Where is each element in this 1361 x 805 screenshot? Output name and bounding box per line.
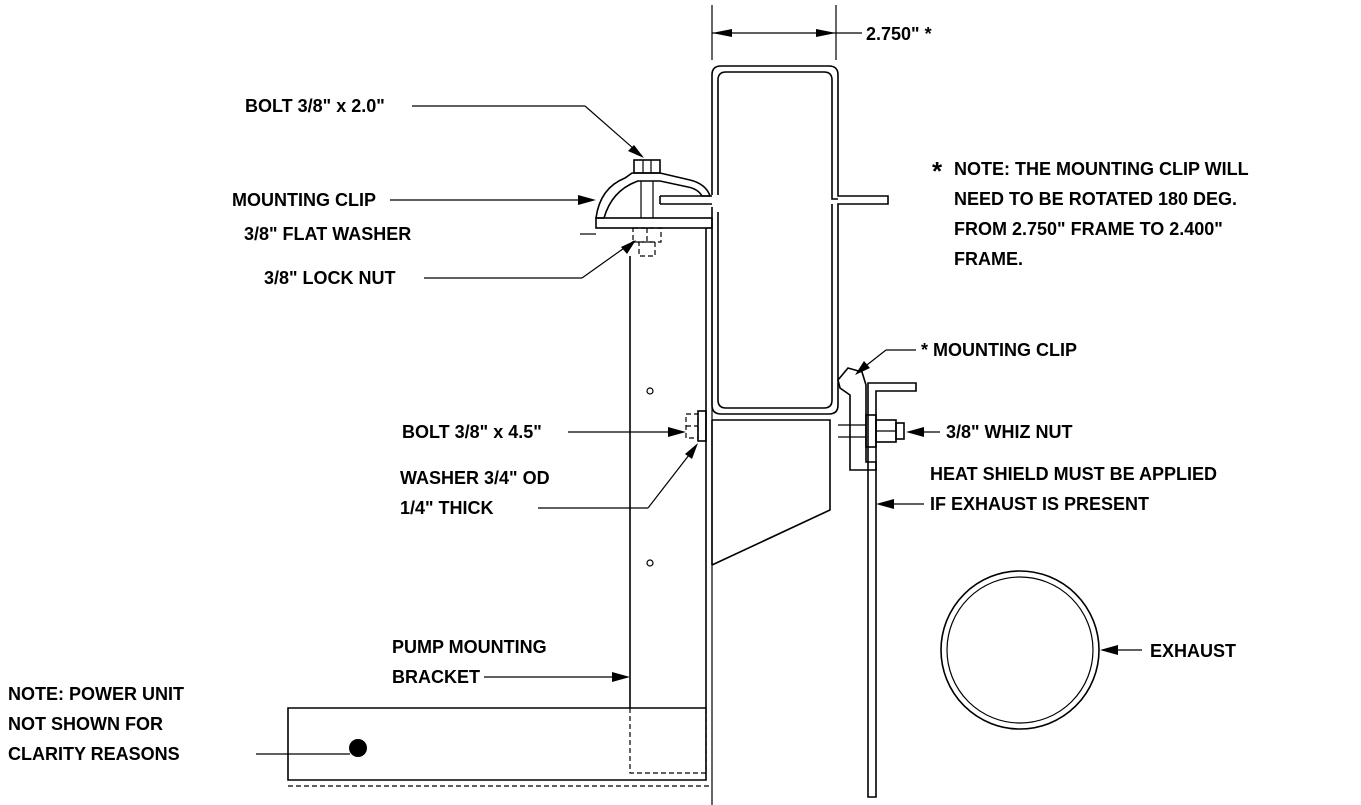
power-unit-marker — [349, 739, 367, 757]
bracket-hole-upper — [646, 387, 654, 395]
rotation-note: * NOTE: THE MOUNTING CLIP WILL NEED TO B… — [932, 156, 1249, 269]
label-flat-washer: 3/8" FLAT WASHER — [244, 224, 411, 244]
label-whiz-nut: 3/8" WHIZ NUT — [946, 422, 1073, 442]
dimension-arrow-right — [816, 29, 836, 37]
label-mounting-clip-right: * MOUNTING CLIP — [921, 340, 1077, 360]
callout-whiz-nut: 3/8" WHIZ NUT — [906, 422, 1073, 442]
callout-heat-shield: HEAT SHIELD MUST BE APPLIED IF EXHAUST I… — [876, 464, 1217, 514]
note-line-3: FROM 2.750" FRAME TO 2.400" — [954, 219, 1223, 239]
label-mounting-clip-left: MOUNTING CLIP — [232, 190, 376, 210]
callout-bolt-top: BOLT 3/8" x 2.0" — [245, 96, 644, 158]
dimension-arrow-left — [712, 29, 732, 37]
dimension-callout: 2.750" * — [711, 5, 932, 60]
bracket-foot — [287, 707, 712, 787]
label-pump-bracket-line-2: BRACKET — [392, 667, 480, 687]
label-heat-shield-line-1: HEAT SHIELD MUST BE APPLIED — [930, 464, 1217, 484]
top-clip-assembly — [595, 159, 713, 257]
label-power-note-line-1: NOTE: POWER UNIT — [8, 684, 184, 704]
exhaust-pipe — [940, 570, 1100, 730]
label-bolt-mid: BOLT 3/8" x 4.5" — [402, 422, 542, 442]
flat-washer — [595, 217, 713, 229]
heat-shield — [867, 382, 917, 798]
label-pump-bracket-line-1: PUMP MOUNTING — [392, 637, 547, 657]
callout-washer: WASHER 3/4" OD 1/4" THICK — [400, 443, 698, 518]
mid-bolt-assembly — [685, 410, 707, 442]
callout-power-unit: NOTE: POWER UNIT NOT SHOWN FOR CLARITY R… — [8, 684, 350, 764]
callout-exhaust: EXHAUST — [1100, 641, 1236, 661]
dimension-label: 2.750" * — [866, 24, 932, 44]
label-heat-shield-line-2: IF EXHAUST IS PRESENT — [930, 494, 1149, 514]
callout-lock-nut: 3/8" LOCK NUT — [264, 240, 636, 288]
callout-mounting-clip-right: * MOUNTING CLIP — [855, 340, 1077, 375]
callout-mounting-clip-left: MOUNTING CLIP — [232, 190, 596, 210]
label-power-note-line-3: CLARITY REASONS — [8, 744, 180, 764]
pump-mounting-bracket — [629, 227, 831, 805]
note-line-4: FRAME. — [954, 249, 1023, 269]
note-asterisk: * — [932, 156, 943, 186]
washer-3-4-od — [697, 410, 707, 442]
frame-rail — [711, 65, 889, 415]
label-power-note-line-2: NOT SHOWN FOR — [8, 714, 163, 734]
callout-bolt-mid: BOLT 3/8" x 4.5" — [402, 422, 686, 442]
note-line-2: NEED TO BE ROTATED 180 DEG. — [954, 189, 1237, 209]
label-bolt-top: BOLT 3/8" x 2.0" — [245, 96, 385, 116]
bolt-head-top — [633, 159, 661, 174]
bracket-hole-lower — [646, 559, 654, 567]
label-exhaust: EXHAUST — [1150, 641, 1236, 661]
callout-flat-washer: 3/8" FLAT WASHER — [244, 224, 596, 244]
note-line-1: NOTE: THE MOUNTING CLIP WILL — [954, 159, 1249, 179]
label-washer-line-1: WASHER 3/4" OD — [400, 468, 550, 488]
callout-pump-bracket: PUMP MOUNTING BRACKET — [392, 637, 630, 687]
label-lock-nut: 3/8" LOCK NUT — [264, 268, 396, 288]
mounting-clip-top — [595, 172, 712, 219]
label-washer-line-2: 1/4" THICK — [400, 498, 494, 518]
